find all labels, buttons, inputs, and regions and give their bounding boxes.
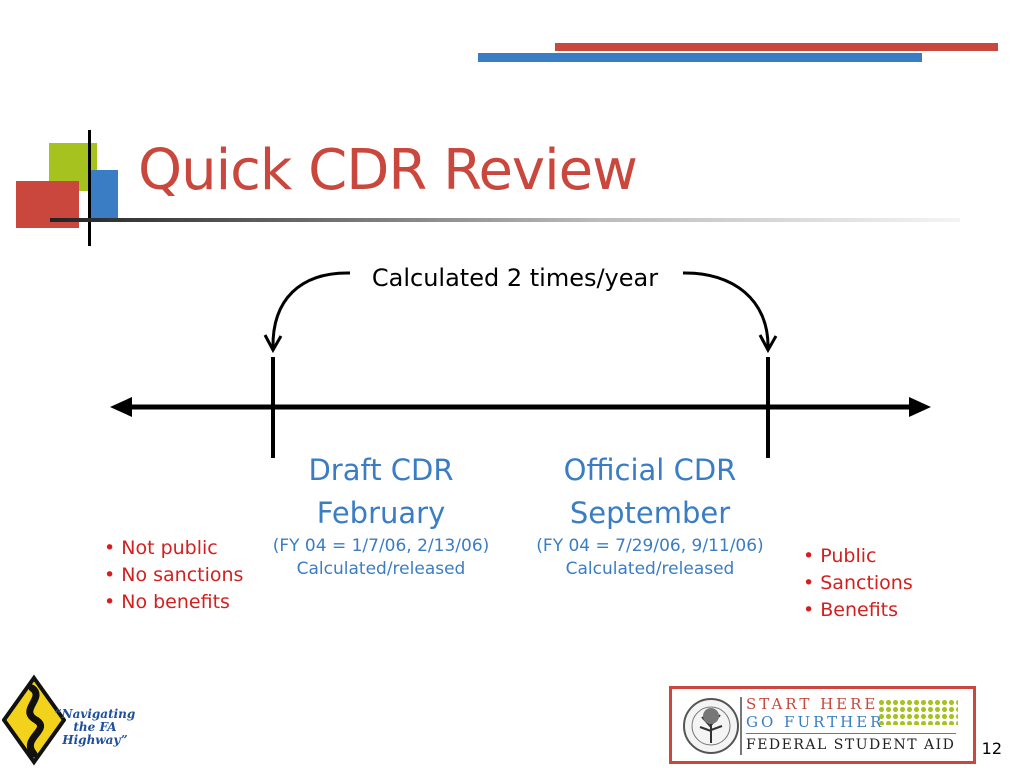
- fsa-dot-pattern: [878, 699, 958, 725]
- right-bullet-item: • Public: [803, 545, 877, 567]
- draft-cdr-dates: (FY 04 = 1/7/06, 2/13/06): [272, 536, 490, 556]
- draft-cdr-heading: Draft CDR: [308, 453, 454, 487]
- official-cdr-note: Calculated/released: [565, 559, 735, 579]
- navigating-fa-highway-logo: “Navigating the FA Highway”: [2, 674, 142, 766]
- logo-line: “Navigating: [54, 707, 136, 721]
- left-curved-arrow: [271, 271, 351, 349]
- official-cdr-heading: Official CDR: [563, 453, 737, 487]
- top-blue-bar: [478, 53, 922, 62]
- title-blue-square: [88, 170, 118, 222]
- draft-cdr-block: Draft CDR February (FY 04 = 1/7/06, 2/13…: [256, 449, 506, 581]
- department-of-education-seal-icon: [683, 698, 739, 754]
- draft-cdr-month: February: [316, 496, 446, 530]
- left-bullet-item: • Not public: [104, 537, 218, 559]
- fsa-go-further: GO FURTHER: [746, 713, 885, 731]
- right-curved-arrow: [682, 271, 770, 349]
- federal-student-aid-logo: START HERE GO FURTHER FEDERAL STUDENT AI…: [669, 686, 976, 764]
- logo-line: Highway”: [62, 733, 128, 747]
- draft-cdr-note: Calculated/released: [296, 559, 466, 579]
- left-bullet-item: • No sanctions: [104, 564, 244, 586]
- official-cdr-block: Official CDR September (FY 04 = 7/29/06,…: [520, 449, 780, 581]
- slide-title: Quick CDR Review: [138, 138, 638, 203]
- right-bullet-item: • Benefits: [803, 599, 899, 621]
- arc-label: Calculated 2 times/year: [371, 264, 659, 292]
- left-bullet-item: • No benefits: [104, 591, 230, 613]
- left-curved-arrowhead: [263, 334, 283, 354]
- official-cdr-month: September: [569, 496, 731, 530]
- page-number: 12: [981, 739, 1002, 758]
- timeline-right-arrowhead: [909, 397, 931, 417]
- right-curved-arrowhead: [758, 334, 778, 354]
- title-underline: [50, 218, 960, 222]
- winding-road-sign-icon: [2, 674, 66, 766]
- timeline-left-arrowhead: [110, 397, 132, 417]
- title-vertical-line: [88, 130, 91, 246]
- left-bullet-list: • Not public • No sanctions • No benefit…: [104, 535, 243, 616]
- top-red-bar: [555, 43, 998, 51]
- fsa-federal-student-aid: FEDERAL STUDENT AID: [746, 737, 956, 753]
- logo-line: the FA: [73, 720, 117, 734]
- right-bullet-list: • Public • Sanctions • Benefits: [803, 543, 913, 624]
- fsa-start-here: START HERE: [746, 695, 879, 713]
- official-cdr-dates: (FY 04 = 7/29/06, 9/11/06): [536, 536, 764, 556]
- right-bullet-item: • Sanctions: [803, 572, 913, 594]
